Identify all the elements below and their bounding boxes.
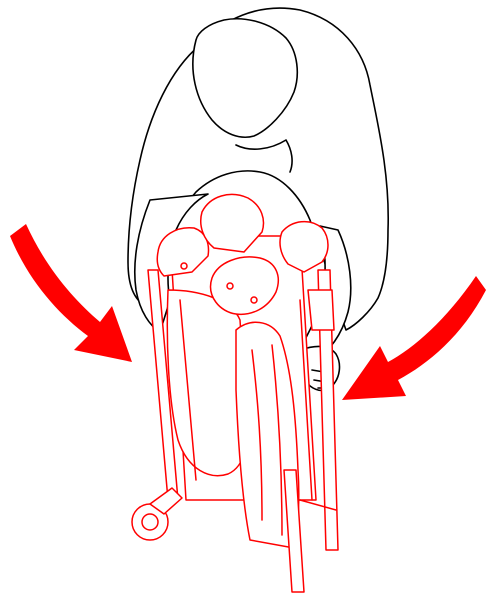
curved-arrow-right-down-icon (10, 224, 132, 362)
left-wheel-hub (142, 514, 158, 530)
folded-playard (132, 194, 338, 592)
right-rail-sleeve (308, 290, 334, 330)
center-hub-rivet-2 (251, 297, 257, 303)
center-hub-rivet-1 (227, 283, 233, 289)
corner-cap-left-rivet (181, 263, 187, 269)
